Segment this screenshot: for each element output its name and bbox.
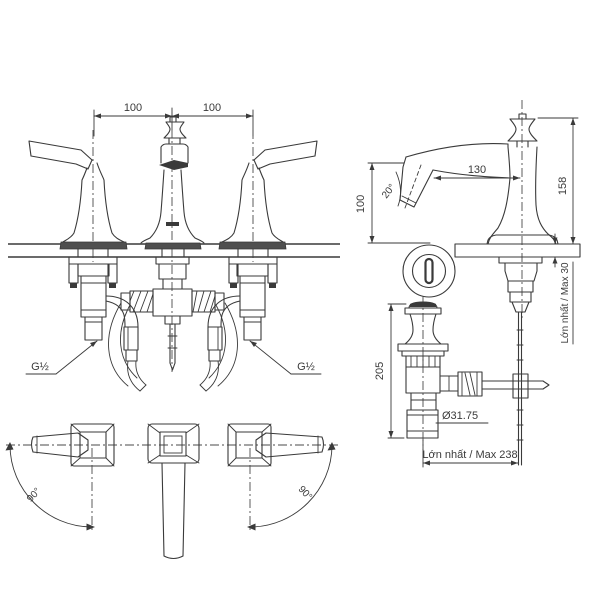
right-handle-plan: 90°	[227, 423, 336, 533]
dim-label-deck-max: Lớn nhất / Max 30	[559, 262, 571, 343]
dim-label-total-height: 158	[557, 177, 569, 195]
dimension-spout-height: 100	[355, 162, 431, 244]
center-tee-body	[108, 256, 238, 387]
dimension-pitch: 100 100	[93, 102, 254, 137]
left-handle-front	[28, 140, 128, 258]
right-valve-body	[199, 256, 278, 392]
rotation-label-left: 90°	[25, 486, 43, 505]
dim-label-spout-angle: 20°	[380, 182, 398, 201]
right-handle-front	[218, 140, 318, 258]
dim-label-pitch-left: 100	[124, 102, 142, 114]
shank-under-deck	[498, 256, 543, 313]
dimension-rod-max: Lớn nhất / Max 238	[422, 439, 519, 468]
left-handle-plan: 90°	[5, 423, 115, 533]
center-spout-front	[140, 116, 205, 258]
drain-hole-detail	[402, 244, 456, 298]
dimension-total-height: 158	[537, 117, 579, 245]
dim-label-drain-diameter: Ø31.75	[442, 410, 478, 422]
dim-label-drain-height: 205	[374, 362, 386, 380]
dimension-reach: 130	[433, 164, 521, 181]
dimension-deck-max: Lớn nhất / Max 30	[552, 233, 574, 345]
deck-slab-side	[454, 243, 581, 258]
dimension-drain-height: 205	[374, 303, 407, 439]
left-valve-body	[68, 256, 147, 392]
dim-label-reach: 130	[468, 164, 486, 176]
plan-view-drawing: 90° 90°	[5, 423, 338, 560]
dim-label-rod-max: Lớn nhất / Max 238	[422, 449, 517, 461]
dimension-drain-diameter: Ø31.75	[435, 410, 489, 424]
thread-label-right: G½	[297, 361, 315, 373]
thread-label-left: G½	[31, 361, 49, 373]
center-spout-plan	[147, 423, 200, 560]
thread-callout-left: G½	[25, 340, 98, 375]
drain-assembly-drawing: 205 Ø31.75 Lớn nhất / Max 238	[374, 296, 519, 468]
thread-callout-right: G½	[249, 340, 322, 375]
dim-label-pitch-right: 100	[203, 102, 221, 114]
side-view-drawing: 20° 130 100 158	[355, 100, 581, 466]
front-view-drawing: 100 100	[8, 102, 340, 392]
dim-label-spout-height: 100	[355, 195, 367, 213]
lift-rod-linkage	[439, 311, 550, 466]
